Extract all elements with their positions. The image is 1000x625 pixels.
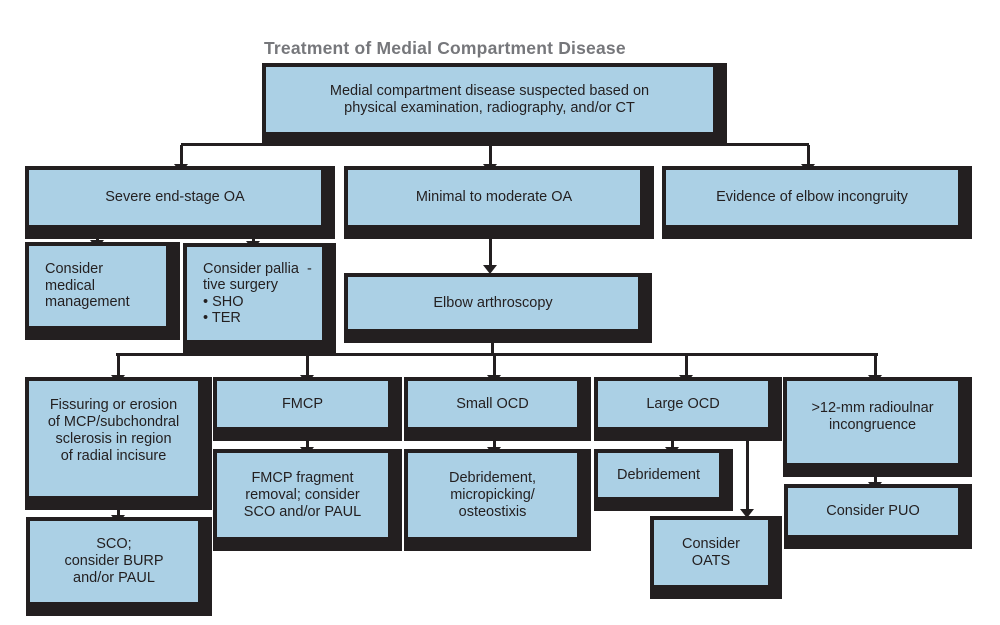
node-debridement-micro-label: Debridement, micropicking/ osteostixis (408, 453, 577, 537)
node-fmcp-label: FMCP (217, 381, 388, 427)
node-minimal-moderate-oa: Minimal to moderate OA (344, 166, 654, 239)
node-large-ocd-label: Large OCD (598, 381, 768, 427)
node-arthroscopy-label: Elbow arthroscopy (348, 277, 638, 329)
node-severe-oa-label: Severe end-stage OA (29, 170, 321, 225)
node-debridement: Debridement (594, 449, 733, 511)
node-suspected-label: Medial compartment disease suspected bas… (266, 67, 713, 132)
arrowhead-to-oats (740, 509, 754, 518)
node-consider-puo: Consider PUO (784, 484, 972, 549)
arrowhead-to-arthroscopy (483, 265, 497, 274)
node-radioulnar-label: >12-mm radioulnar incongruence (787, 381, 958, 463)
connector-to-incongruity (807, 145, 810, 165)
node-medical-label: Consider medical management (29, 246, 166, 326)
node-oats-label: Consider OATS (654, 520, 768, 585)
node-radioulnar-incongruence: >12-mm radioulnar incongruence (783, 377, 972, 477)
connector-to-large-ocd (685, 355, 688, 376)
node-fmcp: FMCP (213, 377, 402, 441)
flowchart-title: Treatment of Medial Compartment Disease (264, 38, 626, 58)
connector-to-severe (180, 145, 183, 165)
node-debridement-label: Debridement (598, 453, 719, 497)
connector-to-radioulnar (874, 355, 877, 376)
node-suspected: Medial compartment disease suspected bas… (262, 63, 727, 146)
connector-to-fmcp (306, 355, 309, 376)
connector-to-arthroscopy (489, 225, 492, 266)
node-elbow-incongruity: Evidence of elbow incongruity (662, 166, 972, 239)
connector-level2-hline (116, 353, 878, 356)
node-small-ocd: Small OCD (404, 377, 591, 441)
node-sco-label: SCO; consider BURP and/or PAUL (30, 521, 198, 602)
node-fmcp-removal-label: FMCP fragment removal; consider SCO and/… (217, 453, 388, 537)
node-incongruity-label: Evidence of elbow incongruity (666, 170, 958, 225)
connector-to-small-ocd (493, 355, 496, 376)
node-fissuring-label: Fissuring or erosion of MCP/subchondral … (29, 381, 198, 496)
connector-to-fissuring (117, 355, 120, 376)
node-elbow-arthroscopy: Elbow arthroscopy (344, 273, 652, 343)
node-consider-oats: Consider OATS (650, 516, 782, 599)
connector-to-minimal (489, 145, 492, 165)
connector-to-oats (746, 427, 749, 511)
node-puo-label: Consider PUO (788, 488, 958, 535)
node-sco-burp-paul: SCO; consider BURP and/or PAUL (26, 517, 212, 616)
node-severe-end-stage-oa: Severe end-stage OA (25, 166, 335, 239)
node-fmcp-fragment-removal: FMCP fragment removal; consider SCO and/… (213, 449, 402, 551)
node-consider-medical-management: Consider medical management (25, 242, 180, 340)
node-minimal-oa-label: Minimal to moderate OA (348, 170, 640, 225)
node-large-ocd: Large OCD (594, 377, 782, 441)
node-small-ocd-label: Small OCD (408, 381, 577, 427)
node-debridement-micropicking: Debridement, micropicking/ osteostixis (404, 449, 591, 551)
node-consider-palliative-surgery: Consider pallia - tive surgery • SHO • T… (183, 243, 336, 354)
node-fissuring-erosion: Fissuring or erosion of MCP/subchondral … (25, 377, 212, 510)
node-palliative-label: Consider pallia - tive surgery • SHO • T… (187, 247, 322, 340)
